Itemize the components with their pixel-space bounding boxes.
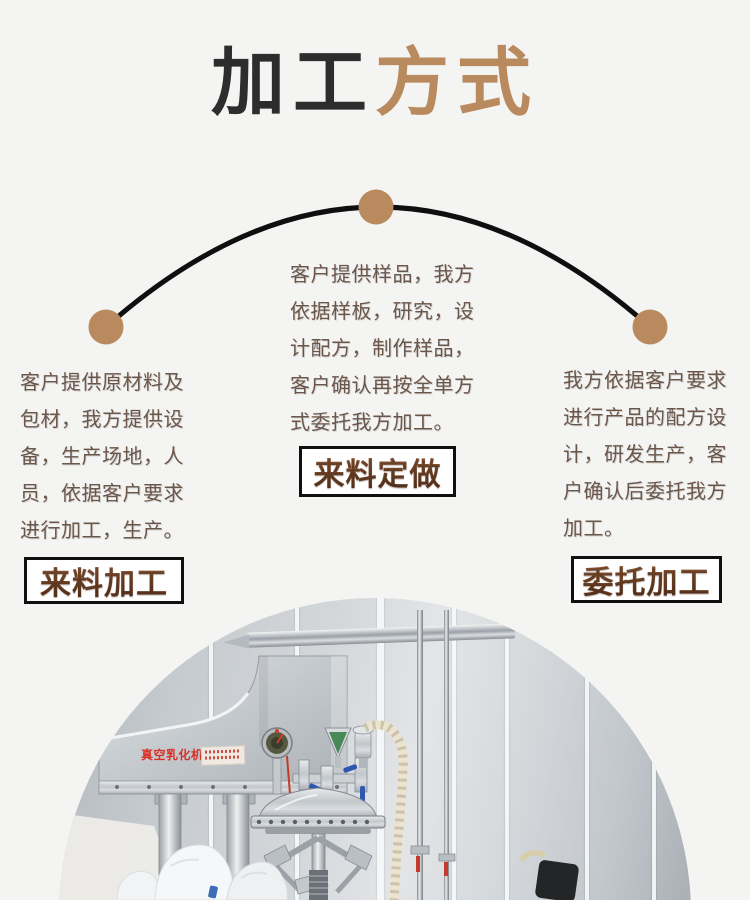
description-line: 户确认后委托我方 <box>563 481 727 503</box>
pressure-gauge <box>261 727 293 795</box>
description-line: 客户提供样品，我方 <box>290 264 475 286</box>
description-line: 计，研发生产，客 <box>563 444 727 466</box>
method-description-right: 我方依据客户要求 进行产品的配方设 计，研发生产，客 户确认后委托我方 加工。 <box>563 363 749 548</box>
mixer-frame <box>263 833 373 900</box>
flow-dot-left <box>88 309 124 345</box>
wall-seam <box>585 598 589 900</box>
method-badge-right: 委托加工 <box>571 556 722 603</box>
method-badge-label: 委托加工 <box>583 557 711 602</box>
description-line: 员，依据客户要求 <box>20 483 184 505</box>
title-accent: 方式 <box>375 41 539 124</box>
cleanroom-workers <box>116 844 288 900</box>
feed-funnel <box>324 727 352 768</box>
flow-dot-right <box>632 309 668 345</box>
description-line: 我方依据客户要求 <box>563 370 727 392</box>
description-line: 进行加工，生产。 <box>20 520 184 542</box>
machine-housing <box>98 655 348 795</box>
flow-dot-center <box>358 189 394 225</box>
description-line: 进行产品的配方设 <box>563 407 727 429</box>
description-line: 依据样板，研究，设 <box>290 301 475 323</box>
machine-spec-plate <box>200 745 246 766</box>
factory-photo: 真空乳化机 <box>59 598 691 900</box>
title-main: 加工 <box>211 41 375 124</box>
machine-name-label: 真空乳化机 <box>141 748 204 762</box>
wall-seam <box>452 598 456 900</box>
wall-seam <box>505 598 509 900</box>
floor-pump <box>519 850 579 900</box>
pipe-brackets <box>410 845 456 876</box>
description-line: 客户提供原材料及 <box>20 372 184 394</box>
tiny-text-row <box>205 755 242 760</box>
description-line: 加工。 <box>563 518 625 540</box>
description-line: 计配方，制作样品， <box>290 338 475 360</box>
wall-seam <box>377 598 384 900</box>
method-badge-middle: 来料定做 <box>299 446 456 497</box>
method-badge-left: 来料加工 <box>24 557 184 604</box>
corrugated-hose <box>363 720 408 900</box>
vertical-pipe <box>444 610 449 900</box>
method-description-middle: 客户提供样品，我方 依据样板，研究，设 计配方，制作样品， 客户确认再按全单方 … <box>290 257 476 442</box>
inline-filter <box>352 725 374 768</box>
vertical-pipe <box>417 610 423 900</box>
method-badge-label: 来料定做 <box>314 449 442 494</box>
wall-seam <box>652 598 656 900</box>
method-badge-label: 来料加工 <box>40 558 168 603</box>
kettle-lid <box>250 787 386 834</box>
description-line: 式委托我方加工。 <box>290 412 454 434</box>
page-title: 加工方式 <box>0 42 750 123</box>
description-line: 包材，我方提供设 <box>20 409 184 431</box>
method-description-left: 客户提供原材料及 包材，我方提供设 备，生产场地，人 员，依据客户要求 进行加工… <box>20 365 206 550</box>
description-line: 备，生产场地，人 <box>20 446 184 468</box>
description-line: 客户确认再按全单方 <box>290 375 475 397</box>
tiny-text-row <box>204 749 241 754</box>
emulsifier-machine-illustration <box>59 655 579 900</box>
